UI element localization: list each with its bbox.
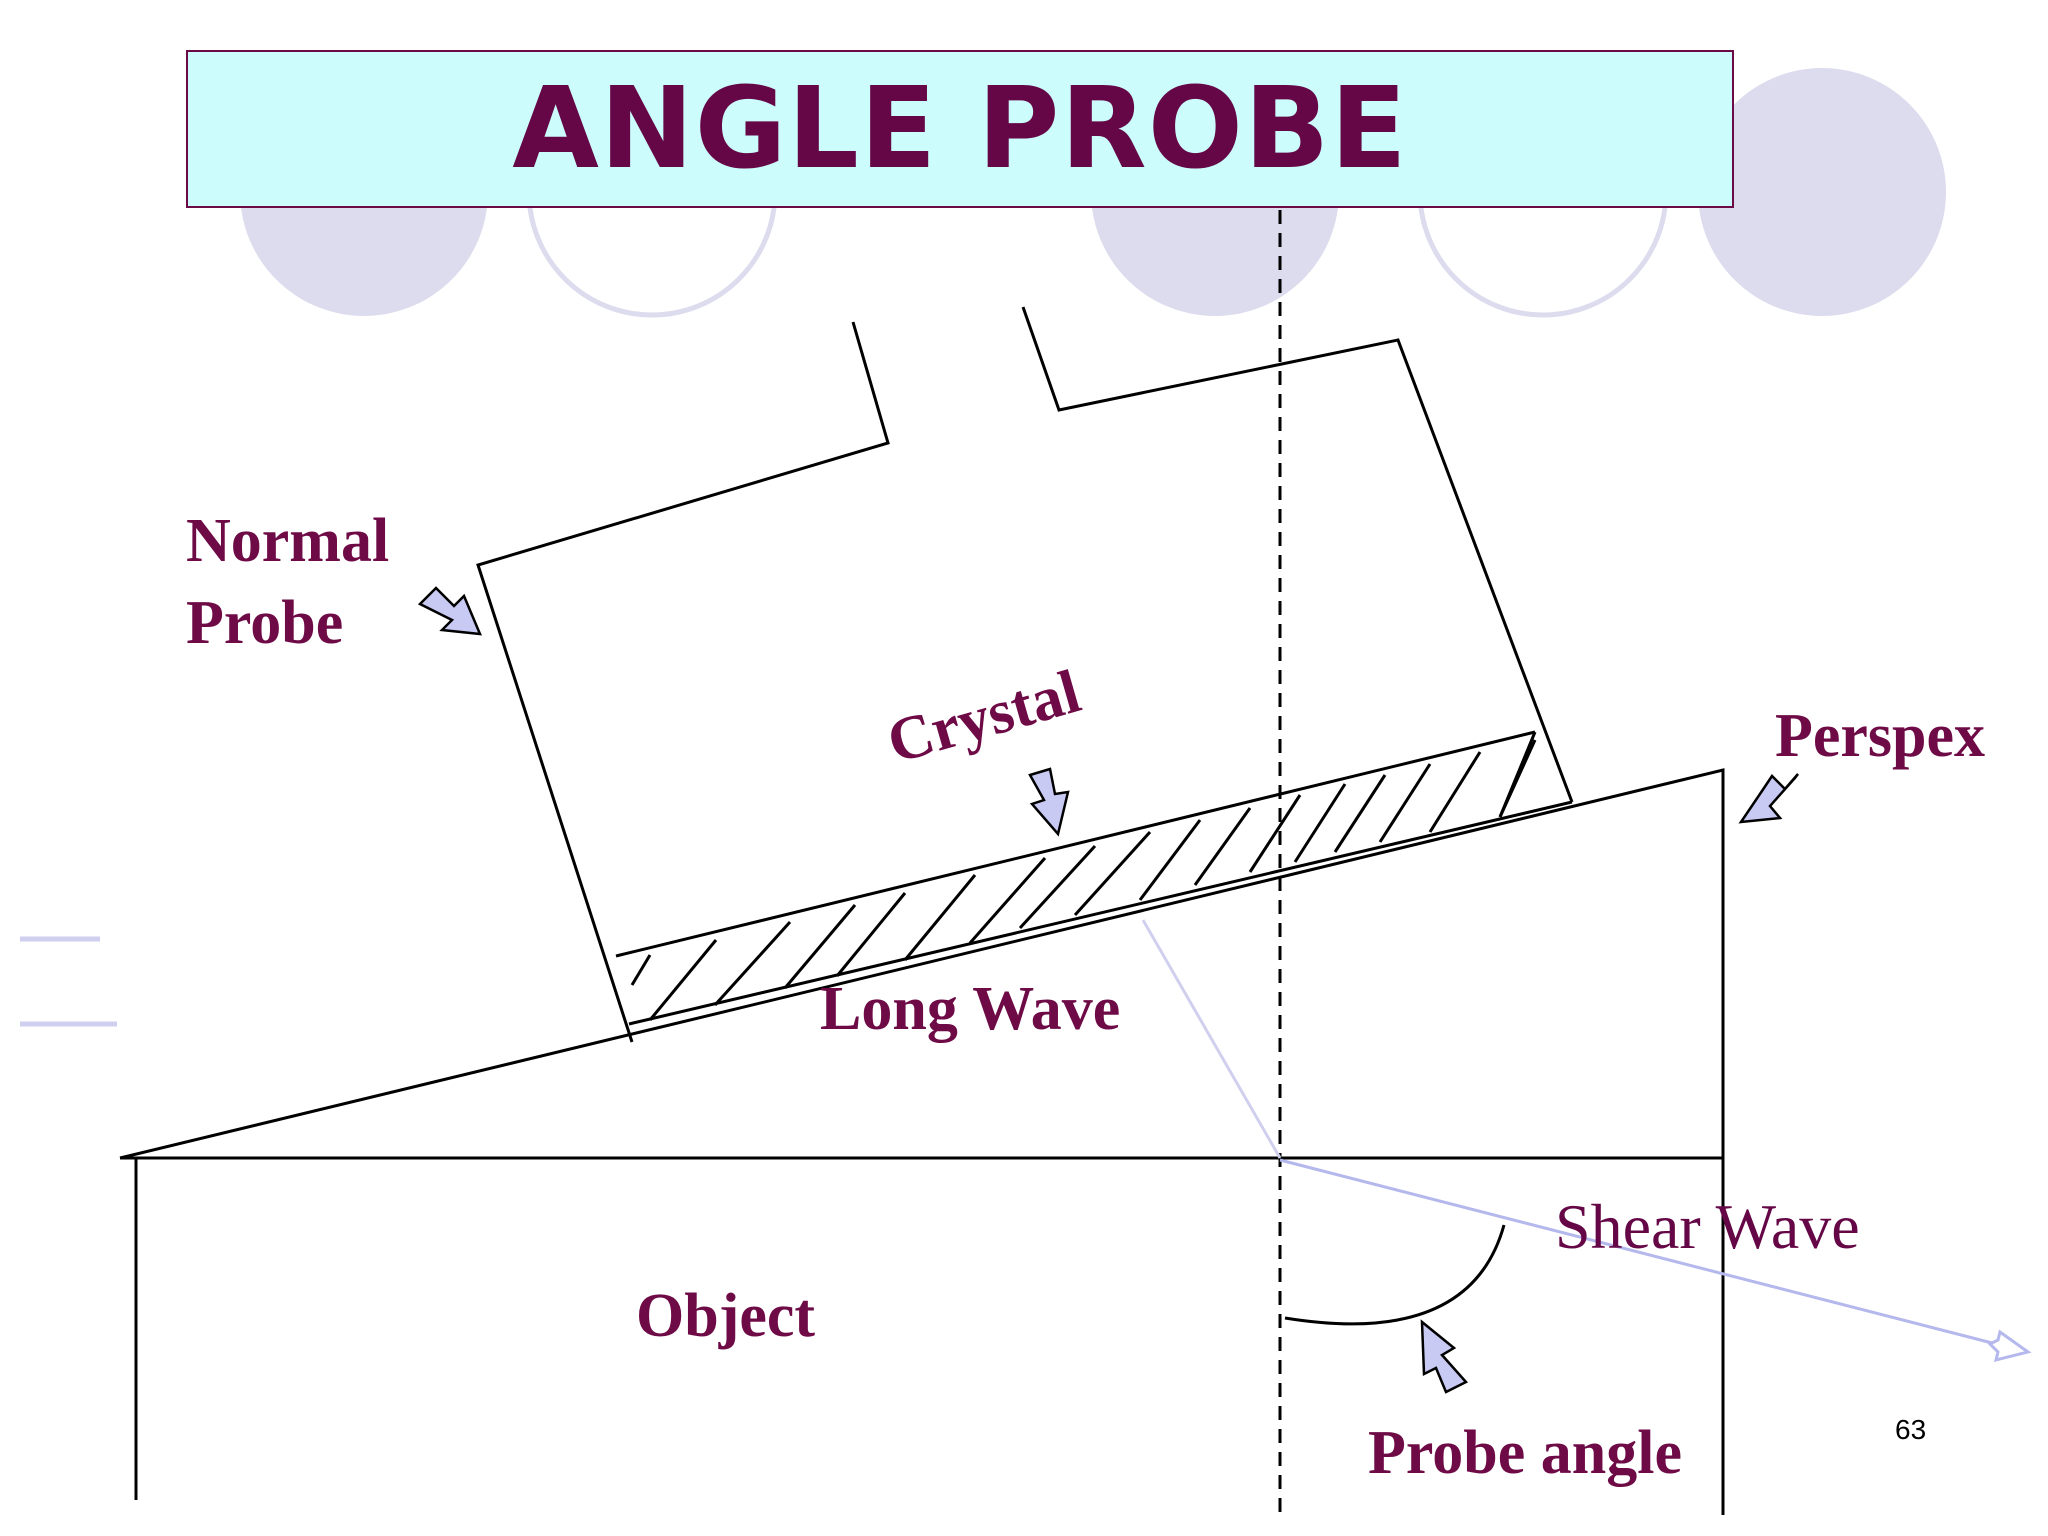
shear-wave-arrowhead: [1987, 1329, 2032, 1363]
probe-angle-arrow: [1420, 1319, 1469, 1394]
shear-wave-label: Shear Wave: [1555, 1191, 1860, 1262]
normal-probe-label: Normal Probe: [186, 500, 389, 664]
normal-probe-label-line2: Probe: [186, 589, 344, 657]
shear-wave-path: [1279, 1158, 2001, 1347]
title-box: ANGLE PROBE: [186, 50, 1734, 208]
perspex-arrow: [1738, 773, 1799, 824]
probe-angle-label: Probe angle: [1368, 1419, 1682, 1487]
long-wave-path: [1141, 919, 1282, 1159]
crystal-arrow: [1028, 767, 1070, 837]
object-label: Object: [636, 1282, 816, 1350]
probe-housing: [476, 321, 890, 1043]
object-block: [120, 1156, 1725, 1515]
page-title: ANGLE PROBE: [512, 64, 1408, 194]
normal-probe-arrow: [417, 586, 482, 636]
perspex-label: Perspex: [1775, 702, 1986, 770]
long-wave-label: Long Wave: [820, 975, 1121, 1043]
probe-housing-right: [1021, 306, 1574, 803]
normal-probe-label-line1: Normal: [186, 507, 390, 575]
decor-circle-filled-3: [1698, 68, 1946, 316]
perspex-wedge: [119, 768, 1725, 1160]
probe-angle-arc: [1284, 1224, 1506, 1326]
page-number: 63: [1895, 1414, 1927, 1445]
crystal-strip: [615, 730, 1573, 1026]
